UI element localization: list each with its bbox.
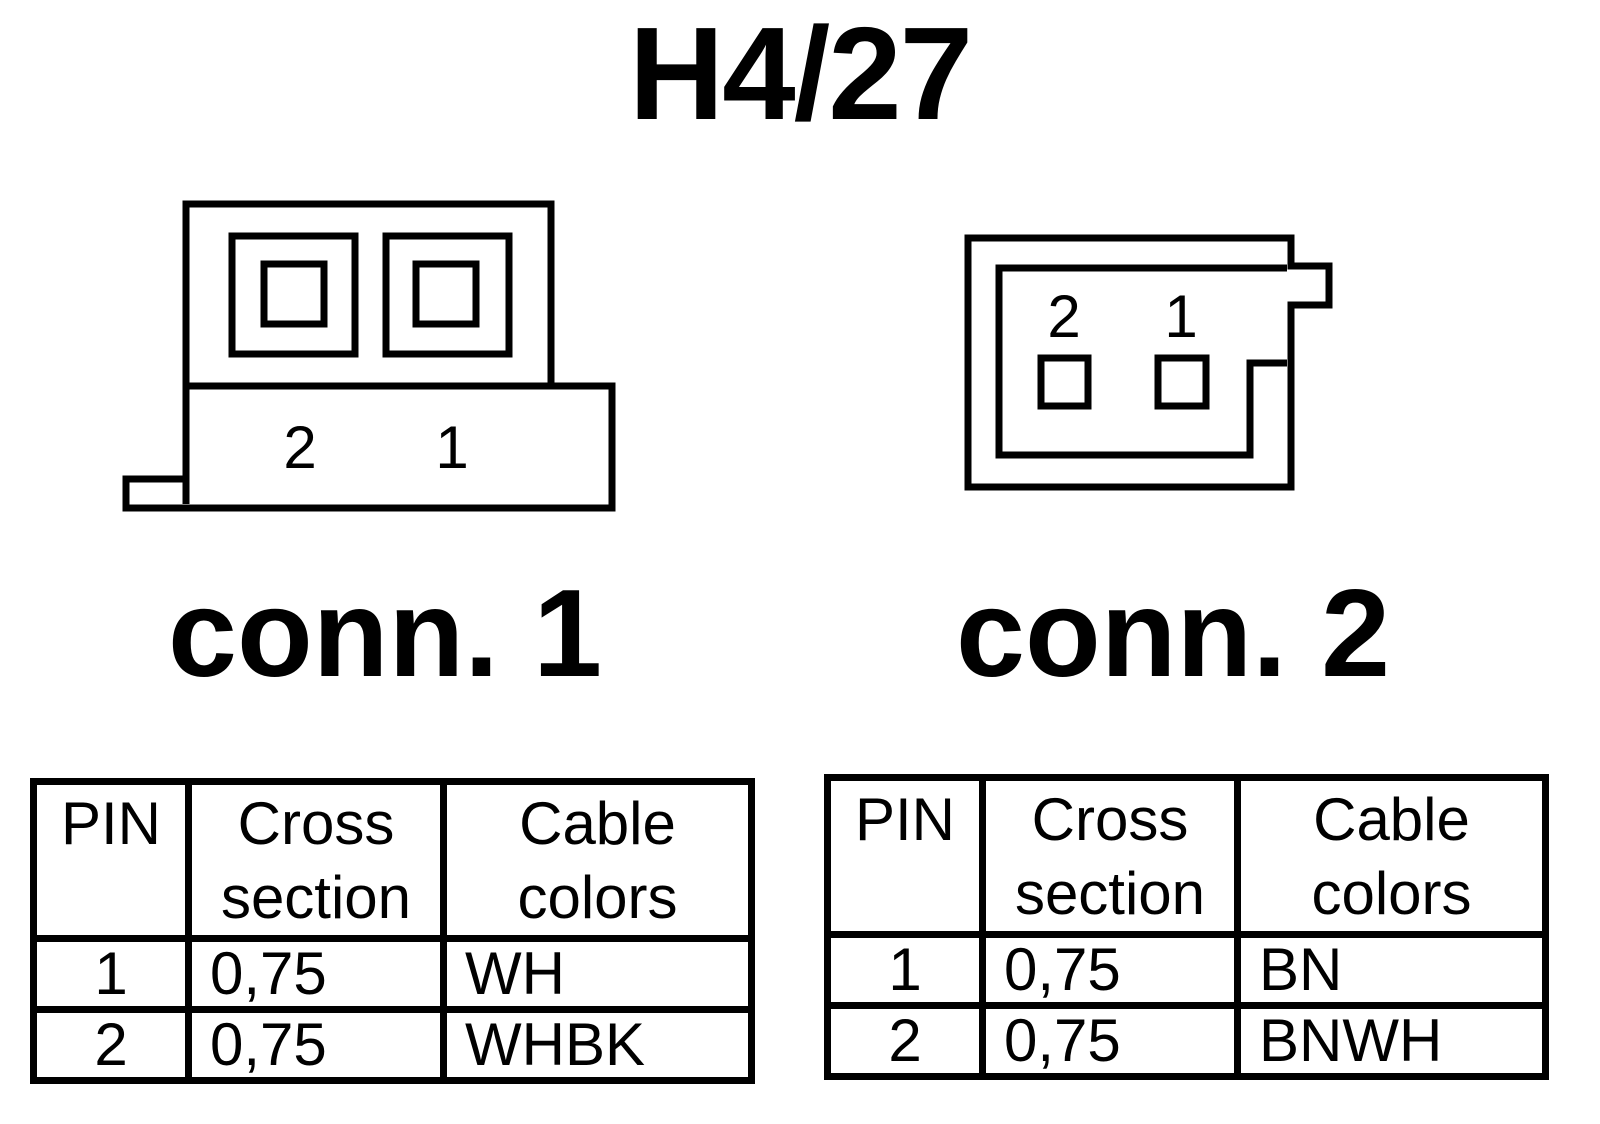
table-row: 2 0,75 BNWH [824,1002,1549,1080]
header-cross-section: Cross section [185,778,447,942]
connector-1-pin-table: PIN Cross section Cable colors 1 0,75 WH… [30,778,755,1084]
cable-color-value: WHBK [440,1006,755,1084]
connector-2-pin-label: 2 [1047,283,1080,350]
cable-color-value: BN [1234,931,1549,1009]
pin-number: 1 [30,935,192,1013]
header-pin: PIN [30,778,192,942]
table-row: 1 0,75 BN [824,931,1549,1009]
connector-1-pin-label: 2 [283,414,316,481]
connector-1-label: conn. 1 [168,565,603,703]
pin-number: 2 [30,1006,192,1084]
table-row: 1 0,75 WH [30,935,755,1013]
connector-2-pin-table: PIN Cross section Cable colors 1 0,75 BN… [824,774,1549,1080]
table-row: 2 0,75 WHBK [30,1006,755,1084]
diagram-title: H4/27 [628,0,973,147]
cross-section-value: 0,75 [185,1006,447,1084]
header-pin: PIN [824,774,986,938]
table-header-row: PIN Cross section Cable colors [824,774,1549,938]
connector-1-outline: 2 1 [122,200,616,512]
connector-1-pin-label: 1 [435,414,468,481]
header-cross-section: Cross section [979,774,1241,938]
connector-2-label: conn. 2 [956,565,1391,703]
header-cable-colors: Cable colors [1234,774,1549,938]
cable-color-value: WH [440,935,755,1013]
cross-section-value: 0,75 [979,1002,1241,1080]
cross-section-value: 0,75 [185,935,447,1013]
table-header-row: PIN Cross section Cable colors [30,778,755,942]
connector-2-outline: 2 1 [964,234,1333,491]
connector-2-pin-label: 1 [1164,283,1197,350]
pin-number: 1 [824,931,986,1009]
pin-number: 2 [824,1002,986,1080]
cable-color-value: BNWH [1234,1002,1549,1080]
cross-section-value: 0,75 [979,931,1241,1009]
header-cable-colors: Cable colors [440,778,755,942]
